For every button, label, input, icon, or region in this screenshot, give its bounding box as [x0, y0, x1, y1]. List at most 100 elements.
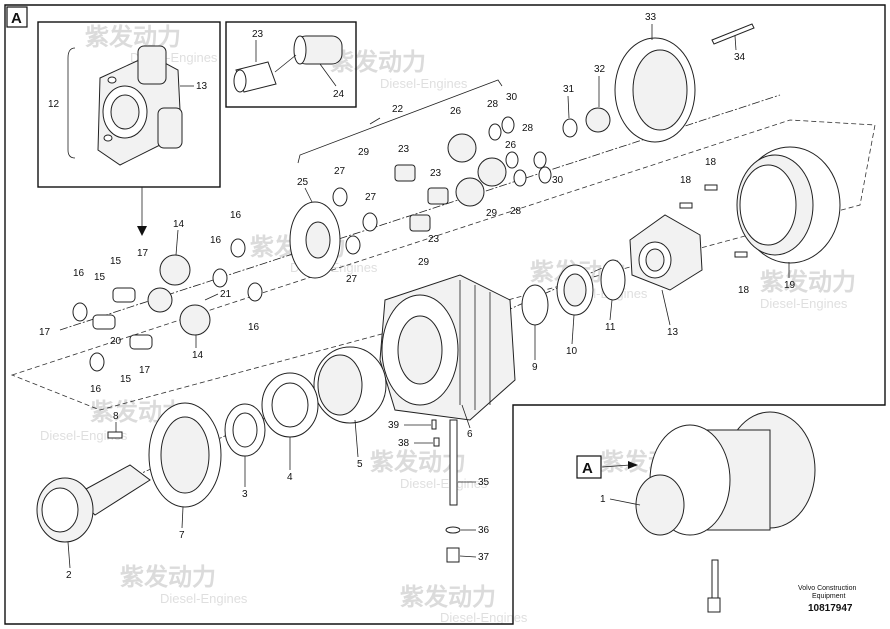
- label-1: 1: [600, 494, 606, 505]
- leader: [369, 117, 381, 125]
- watermark-text: 紫发动力: [760, 268, 856, 296]
- pin-18-icon: [679, 184, 748, 258]
- label-16: 16: [230, 210, 242, 221]
- drawing-number: 10817947: [808, 603, 853, 614]
- label-2: 2: [66, 570, 72, 581]
- label-13-inset: 13: [196, 81, 208, 92]
- needle-bearing-icon: [293, 35, 343, 65]
- bracket-12: [67, 47, 76, 159]
- label-22: 22: [392, 104, 404, 115]
- label-10: 10: [566, 346, 578, 357]
- label-13: 13: [667, 327, 679, 338]
- label-23: 23: [430, 168, 442, 179]
- label-29: 29: [418, 257, 430, 268]
- callout-arrow-icon: [628, 461, 638, 469]
- leader: [661, 289, 671, 326]
- washer-28-icon: [513, 169, 527, 187]
- label-7: 7: [179, 530, 185, 541]
- planet-gear-14-icon: [179, 304, 211, 336]
- leader: [274, 54, 297, 73]
- planet-gear-icon: [477, 157, 507, 187]
- caption-company-sub: Equipment: [812, 593, 846, 600]
- watermark-text: 紫发动力: [120, 563, 216, 591]
- flange-icon: [148, 402, 222, 508]
- label-16: 16: [90, 384, 102, 395]
- label-18: 18: [705, 157, 717, 168]
- sun-gear-icon: [585, 107, 611, 133]
- drain-pipe-icon: [431, 419, 461, 563]
- leader: [609, 498, 641, 506]
- washer-16-icon: [89, 352, 105, 372]
- label-31: 31: [563, 84, 575, 95]
- label-33: 33: [645, 12, 657, 23]
- view-letter-box: [6, 6, 28, 28]
- watermark-text: Diesel-Engines: [160, 591, 248, 606]
- leader: [175, 229, 179, 256]
- planet-gear-icon: [455, 177, 485, 207]
- seal-icon: [313, 346, 387, 424]
- ring-gear-icon: [736, 146, 841, 264]
- label-23-inset: 23: [252, 29, 264, 40]
- watermark-text: Diesel-Engines: [440, 610, 528, 625]
- assembled-motor-icon: [635, 411, 816, 613]
- washer-27-icon: [345, 235, 361, 255]
- callout-letter-box: [576, 455, 602, 479]
- pin-icon: [233, 61, 277, 93]
- label-12: 12: [48, 99, 60, 110]
- label-19: 19: [784, 280, 796, 291]
- watermark-text: Diesel-Engines: [400, 476, 488, 491]
- ring-4-inner: [271, 382, 309, 428]
- washer-27-icon: [362, 212, 378, 232]
- label-30: 30: [552, 175, 564, 186]
- subassembly-outline: [10, 119, 876, 411]
- leader: [204, 293, 219, 301]
- label-18: 18: [738, 285, 750, 296]
- leader: [571, 314, 575, 345]
- view-frame: [4, 4, 886, 625]
- label-38: 38: [398, 438, 410, 449]
- washer-16-icon: [212, 268, 228, 288]
- label-34: 34: [734, 52, 746, 63]
- label-37: 37: [478, 552, 490, 563]
- bolt-34-icon: [711, 23, 755, 45]
- housing-icon: [379, 274, 516, 421]
- label-39: 39: [388, 420, 400, 431]
- inset-arrow-icon: [137, 226, 147, 236]
- label-27: 27: [334, 166, 346, 177]
- watermark-text: Diesel-Engines: [380, 76, 468, 91]
- leader: [354, 419, 359, 458]
- washer-31-icon: [562, 118, 578, 138]
- washer-28-icon: [505, 151, 519, 169]
- label-15: 15: [120, 374, 132, 385]
- planet-gear-icon: [447, 133, 477, 163]
- label-27: 27: [365, 192, 377, 203]
- label-14: 14: [173, 219, 185, 230]
- label-14: 14: [192, 350, 204, 361]
- caption-company: Volvo Construction: [798, 585, 856, 592]
- label-28: 28: [510, 206, 522, 217]
- label-28: 28: [487, 99, 499, 110]
- washer-27-icon: [332, 187, 348, 207]
- watermark-text: 紫发动力: [330, 48, 426, 76]
- pin-15-icon: [129, 334, 153, 350]
- washer-16-icon: [247, 282, 263, 302]
- pin-15-icon: [92, 314, 116, 330]
- label-11: 11: [605, 322, 616, 333]
- label-35: 35: [478, 477, 490, 488]
- washer-icon: [538, 166, 552, 184]
- view-letter: A: [11, 10, 22, 27]
- label-15: 15: [94, 272, 106, 283]
- label-29: 29: [486, 208, 498, 219]
- label-15: 15: [110, 256, 122, 267]
- leader: [304, 187, 313, 203]
- label-3: 3: [242, 489, 248, 500]
- carrier-25-icon: [289, 201, 341, 279]
- planet-gear-21-icon: [147, 287, 173, 313]
- pin-15-icon: [112, 287, 136, 303]
- planet-gear-14-icon: [159, 254, 191, 286]
- washer-30-icon: [533, 151, 547, 169]
- washer-16-icon: [230, 238, 246, 258]
- label-27: 27: [346, 274, 358, 285]
- carrier-icon: [629, 214, 703, 291]
